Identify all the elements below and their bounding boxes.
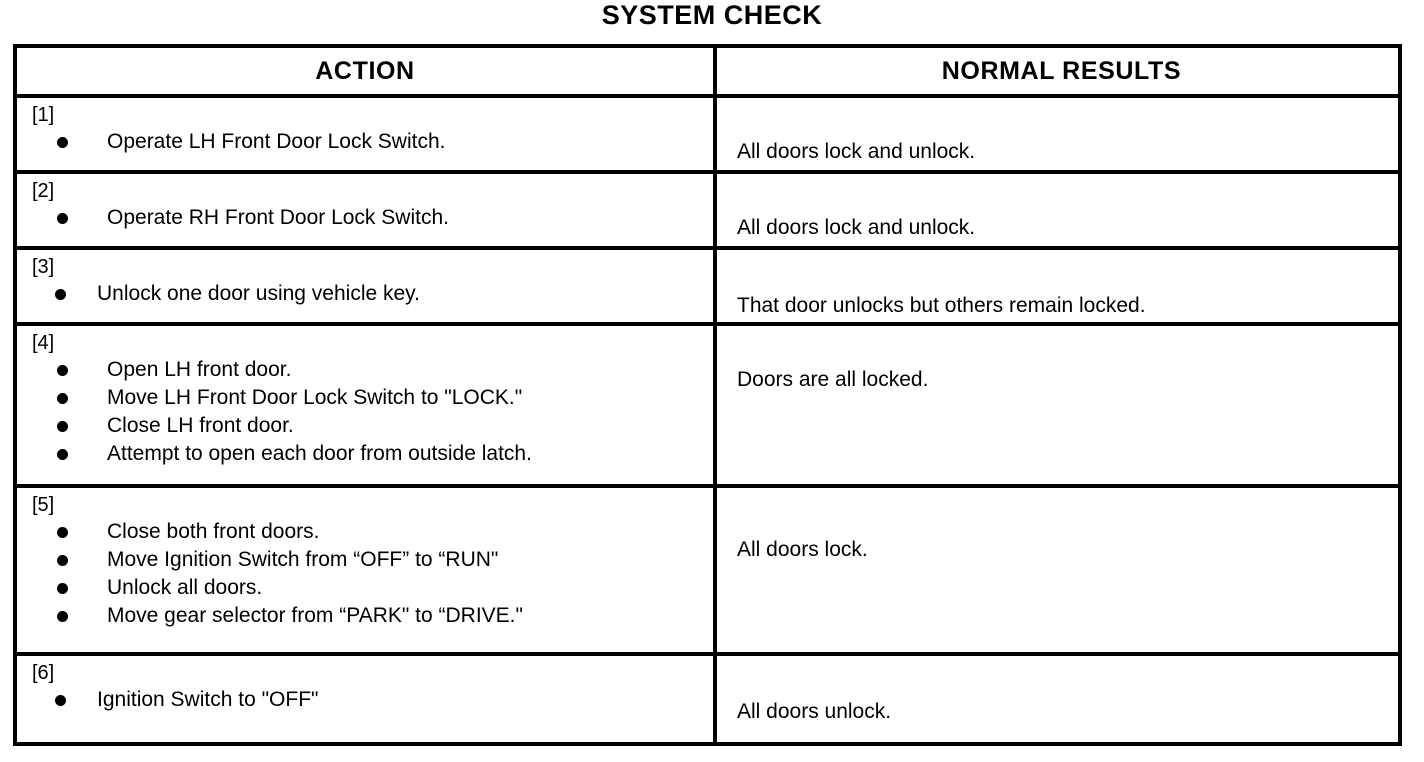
step-text: Ignition Switch to "OFF"	[97, 688, 319, 711]
list-item: Unlock all doors.	[32, 574, 713, 602]
step-list: Close both front doors. Move Ignition Sw…	[32, 518, 713, 630]
list-item: Attempt to open each door from outside l…	[32, 440, 713, 468]
result-text: All doors lock and unlock.	[737, 140, 976, 163]
row-separator-header	[17, 94, 1398, 98]
step-text: Operate RH Front Door Lock Switch.	[107, 206, 449, 229]
list-item: Move gear selector from “PARK" to “DRIVE…	[32, 602, 713, 630]
step-number: [6]	[32, 662, 55, 684]
list-item: Close both front doors.	[32, 518, 713, 546]
bullet-icon	[55, 695, 66, 706]
step-number: [4]	[32, 332, 55, 354]
action-cell: [2] Operate RH Front Door Lock Switch.	[17, 174, 713, 246]
step-text: Open LH front door.	[107, 358, 292, 381]
table-row: [6] Ignition Switch to "OFF" All doors u…	[17, 656, 1398, 746]
bullet-icon	[57, 213, 68, 224]
list-item: Move Ignition Switch from “OFF” to “RUN"	[32, 546, 713, 574]
step-list: Open LH front door. Move LH Front Door L…	[32, 356, 713, 468]
system-check-table: ACTION NORMAL RESULTS [1] Operate LH Fro…	[13, 44, 1402, 746]
table-row: [1] Operate LH Front Door Lock Switch. A…	[17, 98, 1398, 170]
bullet-icon	[57, 449, 68, 460]
table-row: [3] Unlock one door using vehicle key. T…	[17, 250, 1398, 322]
bullet-icon	[57, 137, 68, 148]
step-text: Operate LH Front Door Lock Switch.	[107, 130, 446, 153]
table-row: [4] Open LH front door. Move LH Front Do…	[17, 326, 1398, 484]
page-title: SYSTEM CHECK	[601, 0, 823, 30]
bullet-icon	[57, 393, 68, 404]
step-number: [5]	[32, 494, 55, 516]
bullet-icon	[57, 611, 68, 622]
table-row: [2] Operate RH Front Door Lock Switch. A…	[17, 174, 1398, 246]
list-item: Move LH Front Door Lock Switch to "LOCK.…	[32, 384, 713, 412]
step-number: [1]	[32, 104, 55, 126]
result-cell: Doors are all locked.	[717, 326, 1406, 484]
result-cell: All doors lock.	[717, 488, 1406, 652]
action-cell: [3] Unlock one door using vehicle key.	[17, 250, 713, 322]
result-cell: All doors lock and unlock.	[717, 174, 1406, 246]
list-item: Operate RH Front Door Lock Switch.	[32, 204, 713, 232]
result-text: All doors lock.	[737, 538, 868, 561]
table-row: [5] Close both front doors. Move Ignitio…	[17, 488, 1398, 652]
row-separator	[17, 484, 1398, 488]
step-number: [3]	[32, 256, 55, 278]
result-cell: That door unlocks but others remain lock…	[717, 250, 1406, 322]
result-cell: All doors lock and unlock.	[717, 98, 1406, 170]
step-text: Unlock all doors.	[107, 576, 263, 599]
step-text: Move LH Front Door Lock Switch to "LOCK.…	[107, 386, 523, 409]
action-cell: [6] Ignition Switch to "OFF"	[17, 656, 713, 746]
row-separator	[17, 322, 1398, 326]
step-number: [2]	[32, 180, 55, 202]
bullet-icon	[57, 421, 68, 432]
step-list: Operate LH Front Door Lock Switch.	[32, 128, 713, 156]
result-cell: All doors unlock.	[717, 656, 1406, 746]
column-header-normal-results: NORMAL RESULTS	[941, 57, 1182, 85]
step-text: Unlock one door using vehicle key.	[97, 282, 420, 305]
step-text: Close both front doors.	[107, 520, 320, 543]
step-text: Attempt to open each door from outside l…	[107, 442, 532, 465]
row-separator	[17, 652, 1398, 656]
step-list: Unlock one door using vehicle key.	[32, 280, 713, 308]
list-item: Operate LH Front Door Lock Switch.	[32, 128, 713, 156]
result-text: All doors lock and unlock.	[737, 216, 976, 239]
column-divider	[713, 48, 717, 742]
action-cell: [1] Operate LH Front Door Lock Switch.	[17, 98, 713, 170]
result-text: That door unlocks but others remain lock…	[737, 294, 1146, 317]
bullet-icon	[55, 289, 66, 300]
column-header-action: ACTION	[315, 57, 415, 85]
action-cell: [5] Close both front doors. Move Ignitio…	[17, 488, 713, 652]
row-separator	[17, 246, 1398, 250]
bullet-icon	[57, 365, 68, 376]
action-cell: [4] Open LH front door. Move LH Front Do…	[17, 326, 713, 484]
list-item: Open LH front door.	[32, 356, 713, 384]
table-header-row: ACTION NORMAL RESULTS	[17, 48, 1398, 94]
row-separator	[17, 170, 1398, 174]
bullet-icon	[57, 555, 68, 566]
step-text: Move gear selector from “PARK" to “DRIVE…	[107, 604, 523, 627]
list-item: Unlock one door using vehicle key.	[32, 280, 713, 308]
bullet-icon	[57, 527, 68, 538]
result-text: All doors unlock.	[737, 700, 892, 723]
list-item: Ignition Switch to "OFF"	[32, 686, 713, 714]
result-text: Doors are all locked.	[737, 368, 929, 391]
table-inner: ACTION NORMAL RESULTS [1] Operate LH Fro…	[17, 48, 1398, 742]
step-text: Move Ignition Switch from “OFF” to “RUN"	[107, 548, 499, 571]
step-list: Operate RH Front Door Lock Switch.	[32, 204, 713, 232]
step-list: Ignition Switch to "OFF"	[32, 686, 713, 714]
step-text: Close LH front door.	[107, 414, 294, 437]
bullet-icon	[57, 583, 68, 594]
list-item: Close LH front door.	[32, 412, 713, 440]
